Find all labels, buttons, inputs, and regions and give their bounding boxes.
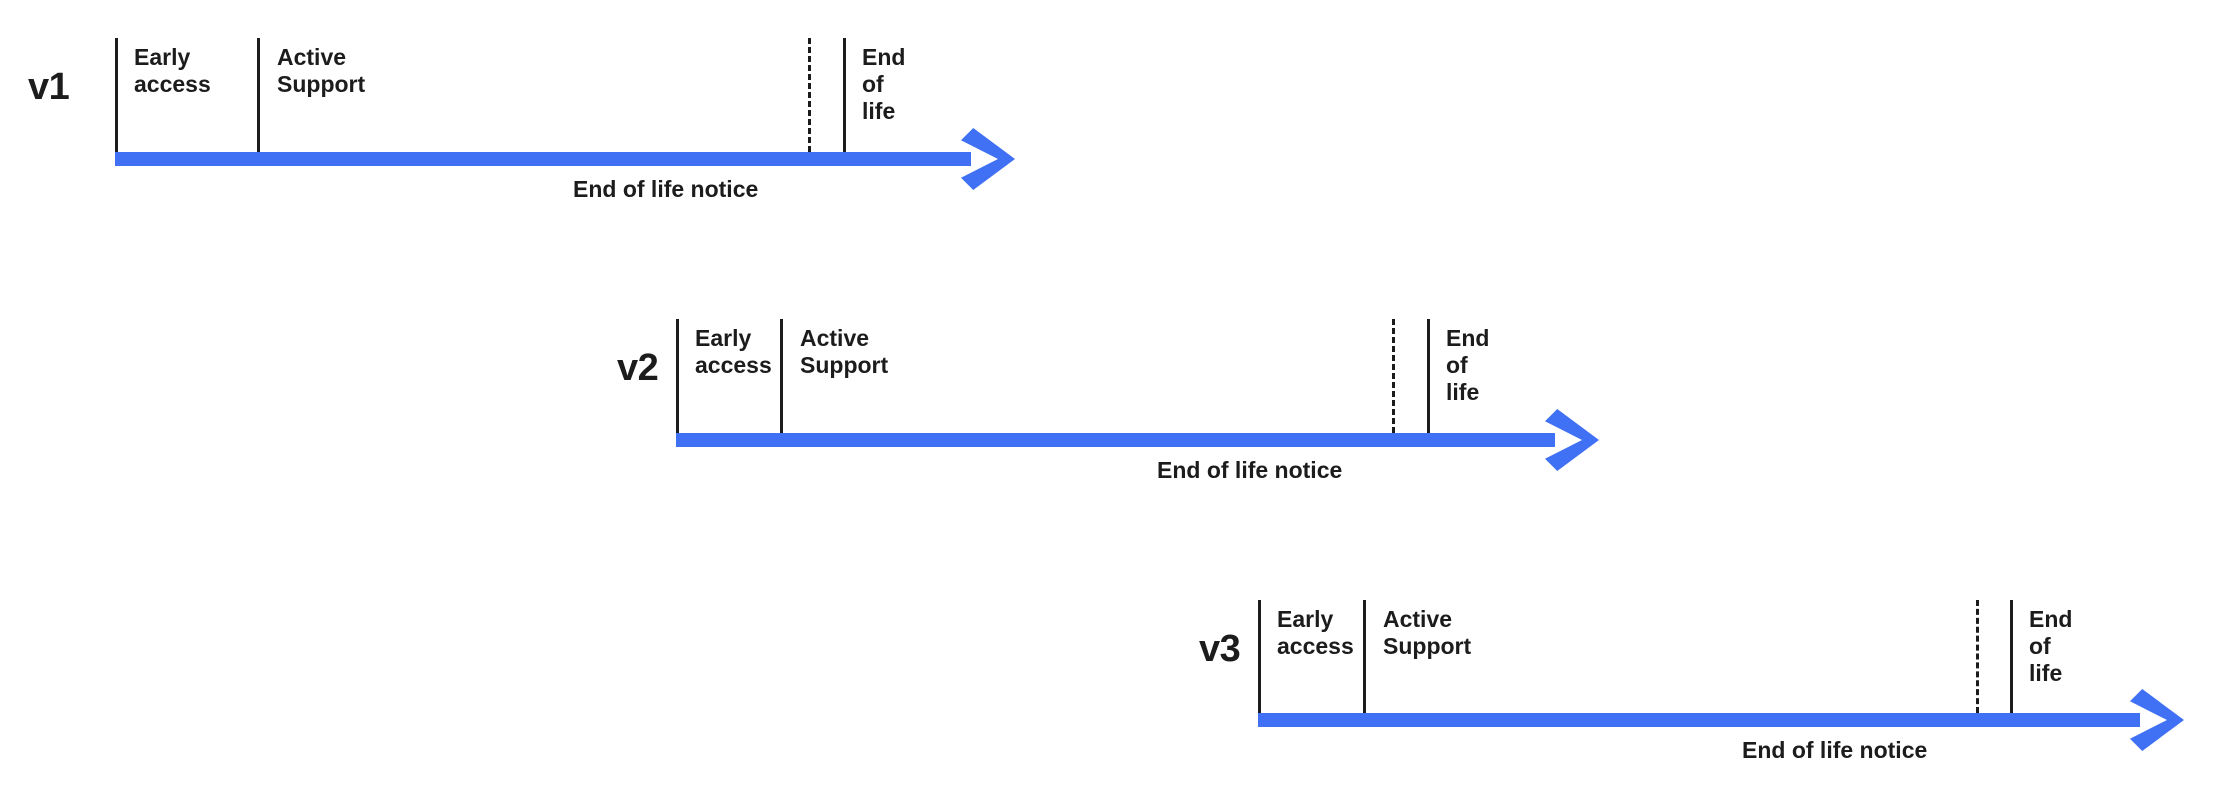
divider-active-support-v2: [780, 319, 783, 433]
notice-label-end-of-life-notice-v2: End of life notice: [1157, 457, 1343, 483]
phase-label-active-support-v2: Active Support: [800, 325, 889, 379]
divider-active-support-v1: [257, 38, 260, 152]
timeline-arrowhead-v2: [1545, 409, 1599, 471]
divider-end-of-life-notice-v2: [1392, 319, 1395, 433]
divider-end-of-life-v2: [1427, 319, 1430, 433]
timeline-arrow-v3: [1258, 689, 2184, 751]
timeline-arrow-v1: [115, 128, 1015, 190]
version-label-v3: v3: [1199, 628, 1241, 670]
divider-start-v1: [115, 38, 118, 152]
timeline-shaft-v2: [676, 433, 1555, 447]
phase-label-end-of-life-v3: End of life: [2029, 606, 2073, 687]
timeline-shaft-v1: [115, 152, 971, 166]
phase-label-early-access-v3: Early access: [1277, 606, 1354, 660]
phase-label-end-of-life-v1: End of life: [862, 44, 906, 125]
divider-start-v3: [1258, 600, 1261, 713]
phase-label-active-support-v1: Active Support: [277, 44, 366, 98]
divider-end-of-life-notice-v3: [1976, 600, 1979, 713]
phase-label-end-of-life-v2: End of life: [1446, 325, 1490, 406]
notice-label-end-of-life-notice-v1: End of life notice: [573, 176, 759, 202]
divider-active-support-v3: [1363, 600, 1366, 713]
divider-end-of-life-notice-v1: [808, 38, 811, 152]
phase-label-early-access-v1: Early access: [134, 44, 211, 98]
phase-label-active-support-v3: Active Support: [1383, 606, 1472, 660]
timeline-shaft-v3: [1258, 713, 2140, 727]
timeline-arrowhead-v3: [2130, 689, 2184, 751]
version-label-v1: v1: [28, 66, 70, 108]
divider-end-of-life-v3: [2010, 600, 2013, 713]
notice-label-end-of-life-notice-v3: End of life notice: [1742, 737, 1928, 763]
timeline-arrowhead-v1: [961, 128, 1015, 190]
version-label-v2: v2: [617, 347, 659, 389]
divider-end-of-life-v1: [843, 38, 846, 152]
timeline-arrow-v2: [676, 409, 1599, 471]
phase-label-early-access-v2: Early access: [695, 325, 772, 379]
divider-start-v2: [676, 319, 679, 433]
